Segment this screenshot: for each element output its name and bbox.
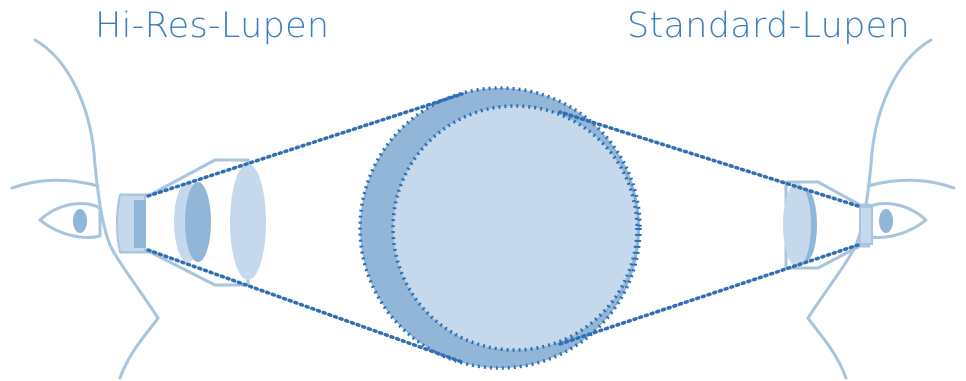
left-eye-iris — [73, 209, 87, 233]
standard-loupes-label: Standard-Lupen — [627, 6, 910, 46]
right-eye-outline — [866, 204, 926, 238]
right-eye-iris — [879, 209, 893, 233]
right-lens-front — [783, 183, 811, 267]
left-eyebrow — [12, 180, 98, 188]
left-eye-outline — [40, 204, 100, 238]
hi-res-loupes-label: Hi-Res-Lupen — [95, 6, 329, 46]
left-eyepiece-lens — [134, 200, 146, 248]
left-lens-middle — [185, 182, 211, 262]
left-objective-lens — [230, 164, 266, 280]
standard-field-of-view — [393, 106, 637, 350]
right-eyepiece — [860, 207, 872, 244]
right-eyebrow — [868, 180, 954, 188]
